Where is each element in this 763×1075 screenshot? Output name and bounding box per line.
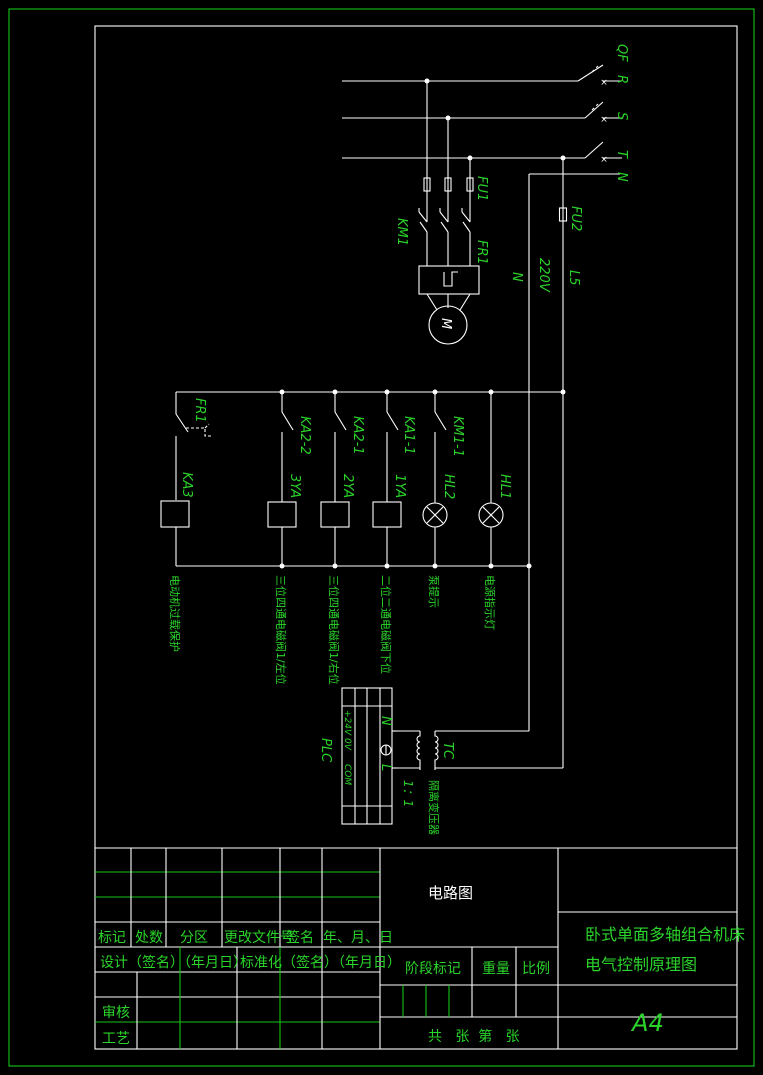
km1-1-label: KM1-1 [450,416,465,457]
transformer-label: 隔离变压器 [427,780,441,835]
standard-label: 标准化（签名）（年月日） [240,954,401,971]
plc-0v-label: 0V [342,738,352,751]
phase-r-label: R [614,75,629,84]
drawing-type: 电路图 [428,884,473,902]
plc-com-label: COM [342,764,352,785]
svg-text:×: × [600,115,608,125]
col-signature: 签名 [286,929,314,946]
fr1-label: FR1 [192,398,207,423]
fu2-label: FU2 [568,206,583,231]
neutral-top-label: N [614,172,629,182]
svg-text:×: × [600,155,608,165]
desc-hl1: 电源指示灯 [483,575,497,630]
title-block [95,847,737,1049]
plc-label: PLC [318,738,333,763]
control-circuit [160,389,566,825]
col-mark: 标记 [98,930,126,946]
outer-border [8,8,755,1067]
col-zone: 分区 [180,930,208,946]
fu1-label: FU1 [474,176,489,201]
1ya-label: 1YA [392,474,407,498]
voltage-label: 220V [536,258,551,293]
2ya-label: 2YA [340,474,355,498]
km1-label: KM1 [394,218,409,246]
plc-l-label: L [378,764,393,771]
col-date: 年、月、日 [323,930,393,946]
neutral-label: N [509,272,524,282]
ka2-1-label: KA2-1 [350,416,365,455]
plc-24v-label: +24V [342,710,352,736]
design-label: 设计（签名）（年月日） [100,954,247,971]
inner-border [94,25,738,1050]
ratio-label: 1：1 [401,780,415,807]
qf-label: QF [614,44,629,62]
hl1-label: HL1 [497,474,512,499]
sheets-label: 共 张 第 张 [428,1028,520,1045]
power-circuit: × × × [342,64,622,768]
drawing-title-line1: 卧式单面多轴组合机床 [585,925,745,944]
phase-t-label: T [614,150,629,159]
3ya-label: 3YA [287,474,302,498]
desc-2ya: 三位四通电磁阀1/右位 [327,575,341,685]
desc-3ya: 三位四通电磁阀1/左位 [274,575,288,685]
ka1-1-label: KA1-1 [401,416,416,455]
paper-size: A4 [630,1009,664,1037]
svg-text:×: × [600,78,608,88]
motor-label: M [438,318,453,329]
col-count: 处数 [135,930,163,946]
review-label: 审核 [102,1005,130,1021]
ka3-label: KA3 [179,472,194,498]
stage-label: 阶段标记 [405,961,461,977]
drawing-title-line2: 电气控制原理图 [585,955,697,974]
l5-label: L5 [566,270,581,286]
phase-s-label: S [614,112,629,120]
ka2-2-label: KA2-2 [297,416,312,455]
desc-overload: 电动机过载保护 [168,575,182,652]
desc-hl2: 泵提示 [427,575,440,608]
fr1-top-label: FR1 [474,240,489,265]
scale-label: 比例 [522,961,550,977]
tc-label: TC [440,742,455,760]
process-label: 工艺 [102,1031,130,1047]
plc-n-label: N [378,716,393,726]
col-change-doc: 更改文件号 [224,930,294,946]
desc-1ya: 二位二通电磁阀下位 [379,575,393,674]
weight-label: 重量 [482,961,510,977]
hl2-label: HL2 [441,474,456,499]
